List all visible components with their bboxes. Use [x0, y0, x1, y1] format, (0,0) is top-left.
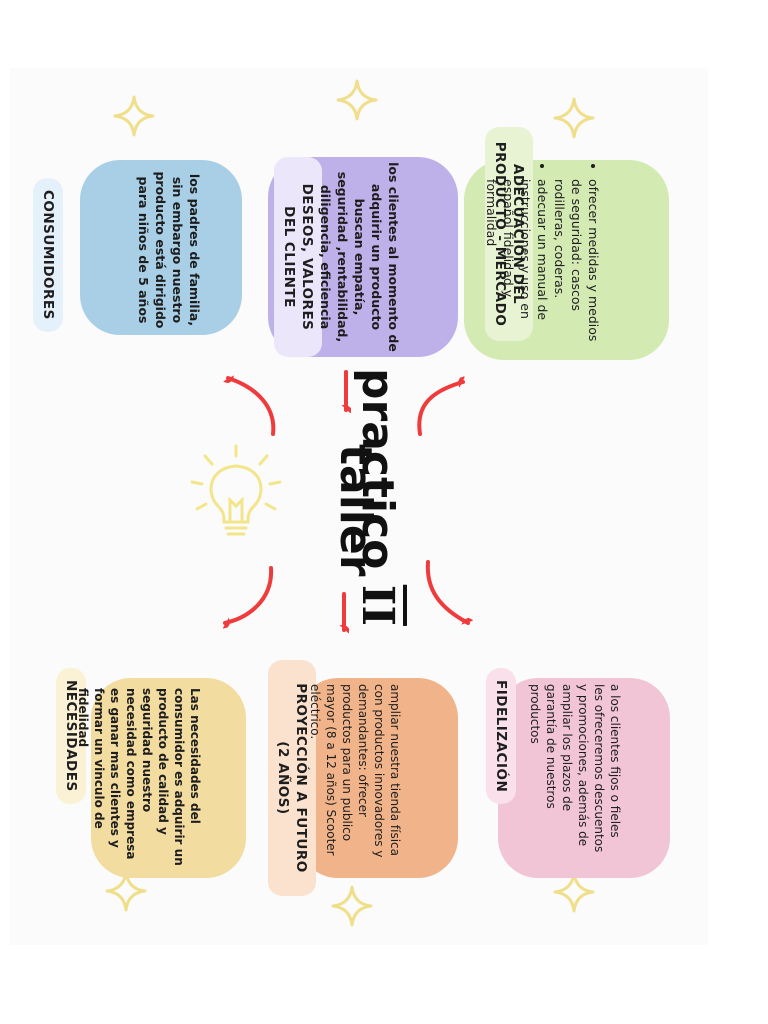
sparkle-icon	[105, 870, 147, 912]
adecuacion-bullet-2: adecuar un manual de instrucciones y uso…	[483, 179, 551, 353]
proyeccion-text: ampliar nuestra tienda física con produc…	[308, 684, 402, 858]
deseos-heading: DESEOS, VALORES DEL CLIENTE	[274, 157, 322, 357]
sparkle-icon	[336, 79, 378, 121]
title-practico: practico	[352, 368, 403, 570]
fidelizacion-heading: FIDELIZACIÓN	[486, 668, 516, 805]
title-line-2-wrap: practico II	[352, 368, 403, 626]
title-numeral: II	[352, 584, 403, 626]
deseos-heading-line-2: DEL CLIENTE	[281, 206, 297, 308]
consumidores-heading: CONSUMIDORES	[33, 178, 63, 332]
curved-arrow-icon	[417, 382, 465, 436]
curved-arrow-icon	[228, 378, 276, 436]
deseos-heading-line-1: DESEOS, VALORES	[299, 183, 315, 331]
sparkle-icon	[113, 95, 155, 137]
lightbulb-icon	[190, 444, 282, 536]
proyeccion-heading-line-2: (2 AÑOS)	[275, 741, 291, 815]
fidelizacion-text: a los clientes fijos o fieles les ofrece…	[528, 684, 622, 853]
curved-arrow-icon	[223, 566, 274, 623]
sparkle-icon	[331, 885, 373, 927]
deseos-text: los clientes al momento de adquirir un p…	[318, 162, 401, 352]
sparkle-icon	[553, 871, 595, 913]
curved-arrow-icon	[425, 560, 468, 623]
necesidades-text: Las necesidades del consumidor es adquir…	[76, 688, 202, 866]
sparkle-icon	[553, 97, 595, 139]
adecuacion-bullet-1: ofrecer medidas y medios de seguridad: c…	[551, 179, 602, 353]
consumidores-text: los padres de familia, sin embargo nuest…	[136, 171, 202, 329]
adecuacion-list: ofrecer medidas y medios de seguridad: c…	[483, 163, 602, 353]
